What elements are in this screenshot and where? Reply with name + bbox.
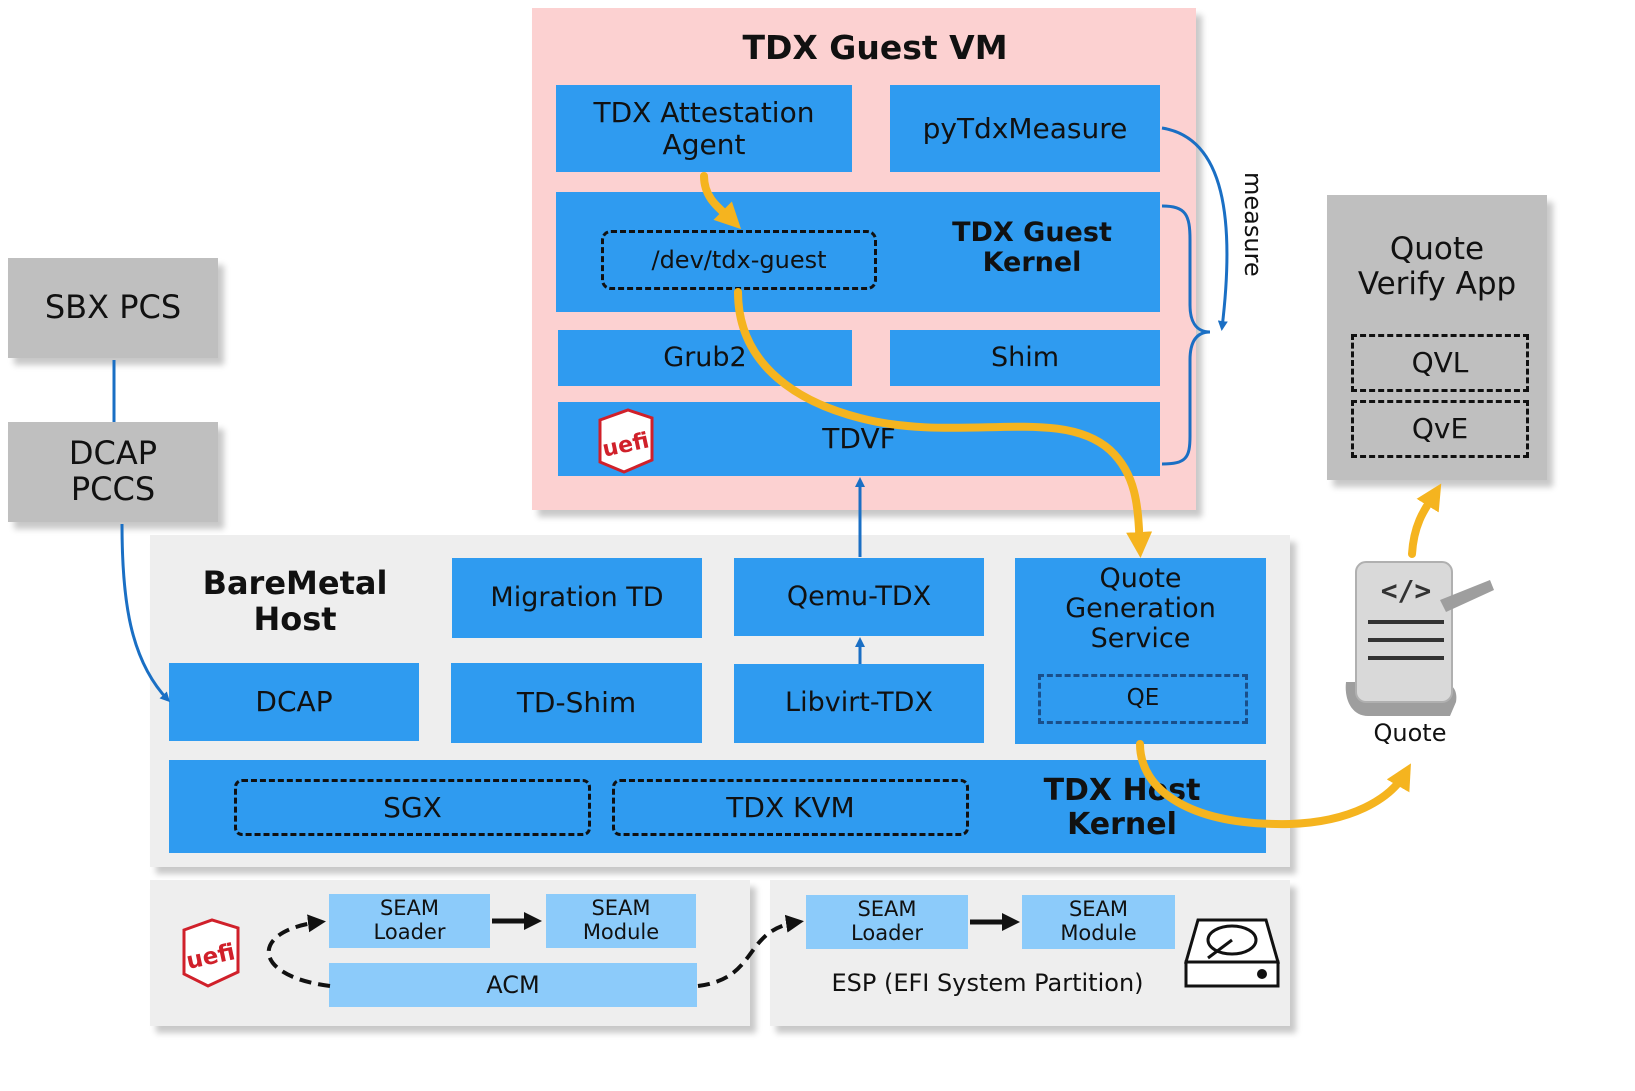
esp-seam-loader-label: SEAM Loader [851,897,923,945]
fw-seam-module-box: SEAM Module [546,894,696,948]
qgs-box: Quote Generation Service [1015,558,1266,744]
hard-disk-icon [1184,918,1280,988]
shim-label: Shim [990,341,1060,373]
qve-label: QvE [1411,412,1469,446]
measure-bracket [1161,204,1211,466]
measure-arrow [1161,126,1229,331]
tdx-kvm-box: TDX KVM [612,779,969,836]
guest-vm-title: TDX Guest VM [742,28,1008,67]
host-kernel-box [169,760,1266,853]
td-shim-label: TD-Shim [516,686,637,720]
esp-label: ESP (EFI System Partition) [831,969,1144,997]
migration-td-box: Migration TD [452,558,702,638]
qe-box: QE [1038,674,1248,724]
tdvf-label: TDVF [822,422,896,456]
host-title: BareMetal Host [202,564,388,638]
fw-seam-loader-label: SEAM Loader [373,896,446,944]
pytdxmeasure-label: pyTdxMeasure [922,111,1128,145]
quote-document-icon: </> [1345,561,1494,716]
qe-to-quote-flow [1136,740,1411,829]
attestation-agent-label: TDX Attestation Agent [593,96,815,161]
sbx-pcs-label: SBX PCS [44,288,182,327]
dcap-pccs-label: DCAP PCCS [68,434,158,508]
pytdxmeasure-box: pyTdxMeasure [890,85,1160,172]
dev-tdx-guest-label: /dev/tdx-guest [651,245,827,274]
fw-seam-module-label: SEAM Module [582,896,660,944]
quote-verify-app-title: Quote Verify App [1357,231,1517,302]
qemu-tdx-label: Qemu-TDX [786,580,932,612]
attestation-agent-box: TDX Attestation Agent [556,85,852,172]
shim-box: Shim [890,330,1160,386]
dcap-box: DCAP [169,663,419,741]
td-shim-box: TD-Shim [451,663,702,743]
acm-box: ACM [329,963,697,1007]
quote-code-glyph: </> [1381,574,1432,607]
dcap-label: DCAP [255,685,333,719]
esp-seam-loader-box: SEAM Loader [806,895,968,949]
dcap-pccs-box: DCAP PCCS [8,422,218,522]
esp-seam-module-box: SEAM Module [1022,895,1175,949]
quote-verify-app-panel [1327,195,1547,480]
quote-doc-label: Quote [1373,719,1447,747]
grub2-box: Grub2 [558,330,852,386]
esp-seam-module-label: SEAM Module [1060,897,1137,945]
libvirt-tdx-label: Libvirt-TDX [785,687,933,719]
fw-seam-loader-box: SEAM Loader [329,894,490,948]
migration-td-label: Migration TD [490,581,664,613]
acm-to-esp-arrow [697,914,804,988]
agent-to-device-flow [700,172,742,230]
uefi-logo-icon: uefi [598,408,654,474]
quote-to-verify-flow [1408,483,1442,558]
grub2-label: Grub2 [663,341,747,373]
fw-loop-arrow [266,914,331,988]
acm-label: ACM [486,970,540,999]
sgx-label: SGX [383,790,442,824]
sbx-pcs-box: SBX PCS [8,258,218,358]
device-to-qgs-flow [734,288,1153,558]
qvl-box: QVL [1351,334,1529,392]
libvirt-tdx-box: Libvirt-TDX [734,664,984,743]
qvl-label: QVL [1411,346,1469,380]
qemu-tdx-box: Qemu-TDX [734,558,984,636]
qgs-label: Quote Generation Service [1065,563,1216,655]
host-kernel-label: TDX Host Kernel [1043,773,1201,842]
sgx-box: SGX [234,779,591,836]
qe-label: QE [1126,685,1160,712]
qve-box: QvE [1351,400,1529,458]
guest-kernel-box [556,192,1160,312]
guest-kernel-label: TDX Guest Kernel [952,217,1112,279]
tdx-kvm-label: TDX KVM [726,790,855,824]
pccs-to-dcap-arrow [120,523,171,703]
uefi-logo-icon-firmware: uefi [182,918,240,988]
